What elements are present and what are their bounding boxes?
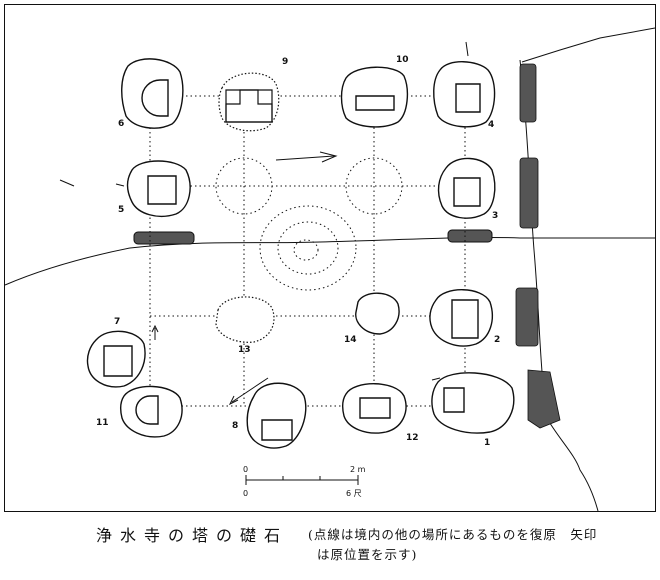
stone-number-8: 8 [232, 421, 238, 431]
restored-circles [215, 157, 403, 291]
caption-note-line2: は原位置を示す) [317, 547, 418, 562]
stone-number-5: 5 [118, 205, 124, 215]
stone-13 [215, 296, 275, 343]
hatched-bar-right [447, 229, 493, 243]
caption-note-line1: (点線は境内の他の場所にあるものを復原 矢印 [308, 527, 598, 542]
dotted-grid [149, 95, 466, 407]
scale-meter-end: 2 m [350, 465, 366, 474]
direction-arrows [59, 41, 469, 406]
stone-1 [431, 372, 515, 434]
stone-2 [429, 289, 494, 347]
foundation-stone-plan: 1 2 3 4 5 6 7 8 9 10 11 12 13 14 0 2 m 0… [4, 4, 656, 512]
stone-6 [121, 58, 184, 129]
scale-meter-start: 0 [243, 465, 248, 474]
boundary-slope [521, 27, 656, 63]
stone-number-13: 13 [238, 345, 251, 355]
stone-number-2: 2 [494, 335, 500, 345]
hatched-bar-left [133, 231, 195, 245]
stone-4 [433, 61, 496, 128]
stone-3 [437, 157, 496, 219]
scale-bar [245, 475, 359, 485]
stone-number-1: 1 [484, 438, 490, 448]
stone-14 [355, 292, 400, 335]
stone-number-10: 10 [396, 55, 409, 65]
figure-frame [4, 4, 656, 512]
stone-5 [126, 160, 191, 218]
stone-10 [340, 66, 409, 128]
stone-12 [341, 383, 407, 434]
stone-9 [218, 72, 280, 132]
scale-shaku-start: 0 [243, 489, 248, 498]
stone-number-6: 6 [118, 119, 124, 129]
stone-number-9: 9 [282, 57, 288, 67]
stone-number-4: 4 [488, 120, 494, 130]
stone-number-7: 7 [114, 317, 120, 327]
retaining-wall-stones [515, 63, 561, 429]
boundary-edge [519, 59, 599, 512]
stone-8 [246, 382, 307, 449]
ground-line [4, 236, 655, 286]
stone-number-3: 3 [492, 211, 498, 221]
stone-number-12: 12 [406, 433, 419, 443]
scale-shaku-end: 6 尺 [346, 489, 362, 498]
stone-number-14: 14 [344, 335, 357, 345]
stone-11 [119, 385, 183, 438]
stone-7 [86, 330, 146, 388]
caption-title: 浄水寺の塔の礎石 [96, 526, 289, 545]
stone-number-11: 11 [96, 418, 109, 428]
